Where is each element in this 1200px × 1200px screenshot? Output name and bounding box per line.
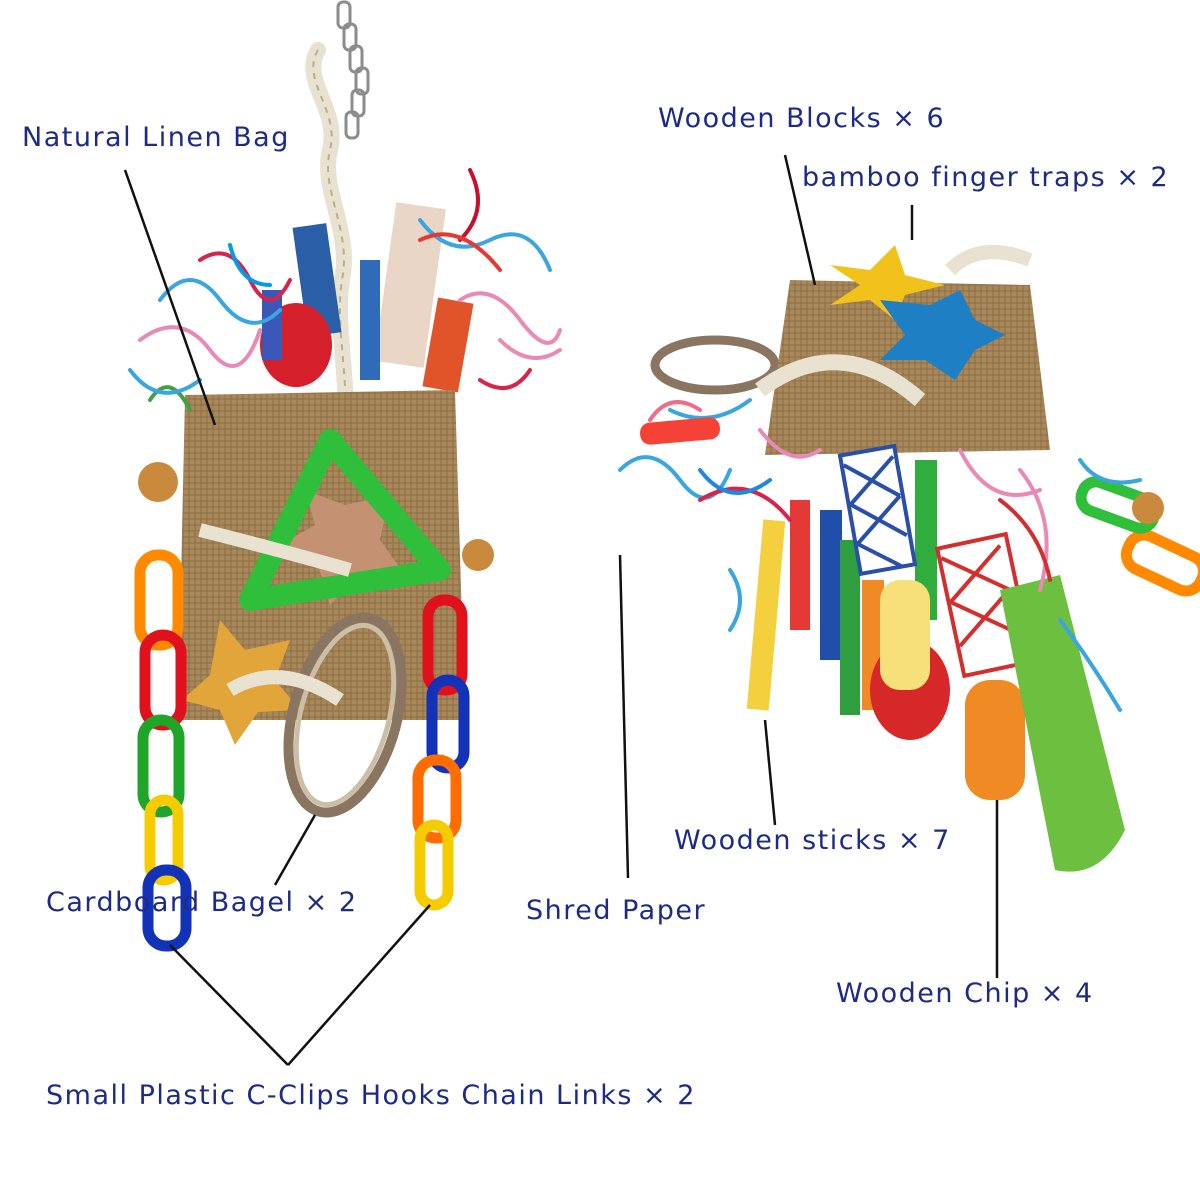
left-toy-image xyxy=(128,0,562,952)
shred-paper-left xyxy=(128,168,562,412)
label-c-clips: Small Plastic C-Clips Hooks Chain Links … xyxy=(46,1080,696,1111)
label-shred-paper: Shred Paper xyxy=(526,895,707,926)
bamboo-finger-traps xyxy=(837,443,1036,679)
label-natural-linen-bag: Natural Linen Bag xyxy=(22,122,290,153)
label-wooden-blocks: Wooden Blocks × 6 xyxy=(658,103,946,134)
c-clip-chain-left xyxy=(134,549,192,952)
label-wooden-sticks: Wooden sticks × 7 xyxy=(674,825,951,856)
label-cardboard-bagel: Cardboard Bagel × 2 xyxy=(46,887,358,918)
right-toy-image xyxy=(618,245,1200,872)
green-triangle-ring xyxy=(239,429,451,611)
label-wooden-chip: Wooden Chip × 4 xyxy=(836,978,1094,1009)
leader-lines xyxy=(123,154,999,1066)
yellow-star-block xyxy=(830,245,945,320)
metal-chain xyxy=(336,0,370,140)
c-clip-chain-side xyxy=(1075,476,1200,597)
label-bamboo-finger-traps: bamboo finger traps × 2 xyxy=(802,162,1170,193)
c-clip-chain-right xyxy=(412,594,470,911)
blue-star-block xyxy=(880,290,1005,380)
wooden-chips xyxy=(870,575,1125,872)
cardboard-bagel xyxy=(283,612,407,818)
